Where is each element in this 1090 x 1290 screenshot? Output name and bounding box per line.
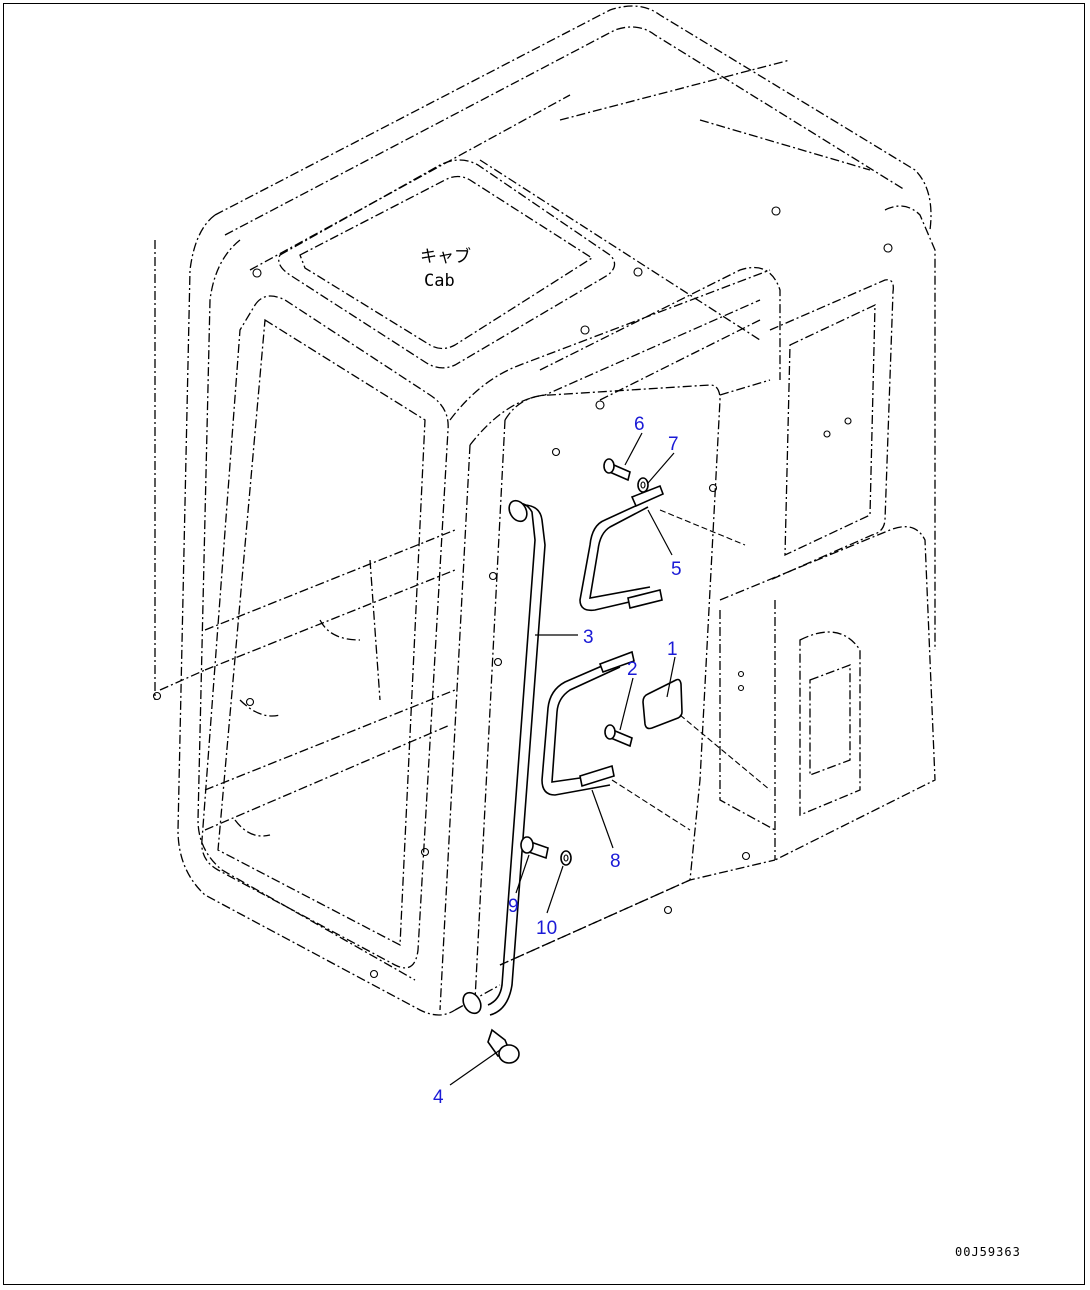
- leader-lines: [449, 432, 771, 1086]
- callout-5: 5: [671, 559, 682, 580]
- callout-8: 8: [610, 851, 621, 872]
- fasteners: [487, 458, 649, 1064]
- callout-3: 3: [583, 627, 594, 648]
- plate: [642, 678, 683, 730]
- grab-handle-upper: [579, 484, 665, 612]
- callout-10: 10: [536, 918, 557, 939]
- callout-9: 9: [508, 896, 519, 917]
- callout-7: 7: [668, 434, 679, 455]
- callout-2: 2: [627, 659, 638, 680]
- drawing-frame: [3, 3, 1085, 1285]
- callout-6: 6: [634, 414, 645, 435]
- cab-outline: [152, 5, 936, 1016]
- cab-label-jp: キャブ: [420, 246, 471, 267]
- callout-1: 1: [667, 639, 678, 660]
- handrail-long: [462, 499, 546, 1016]
- drawing-code: 00J59363: [955, 1245, 1021, 1259]
- cab-label-en: Cab: [424, 271, 455, 291]
- callouts: 1 2 3 4 5 6 7 8 9 10: [433, 414, 682, 1108]
- callout-4: 4: [433, 1087, 444, 1108]
- grab-handle-lower: [541, 650, 635, 796]
